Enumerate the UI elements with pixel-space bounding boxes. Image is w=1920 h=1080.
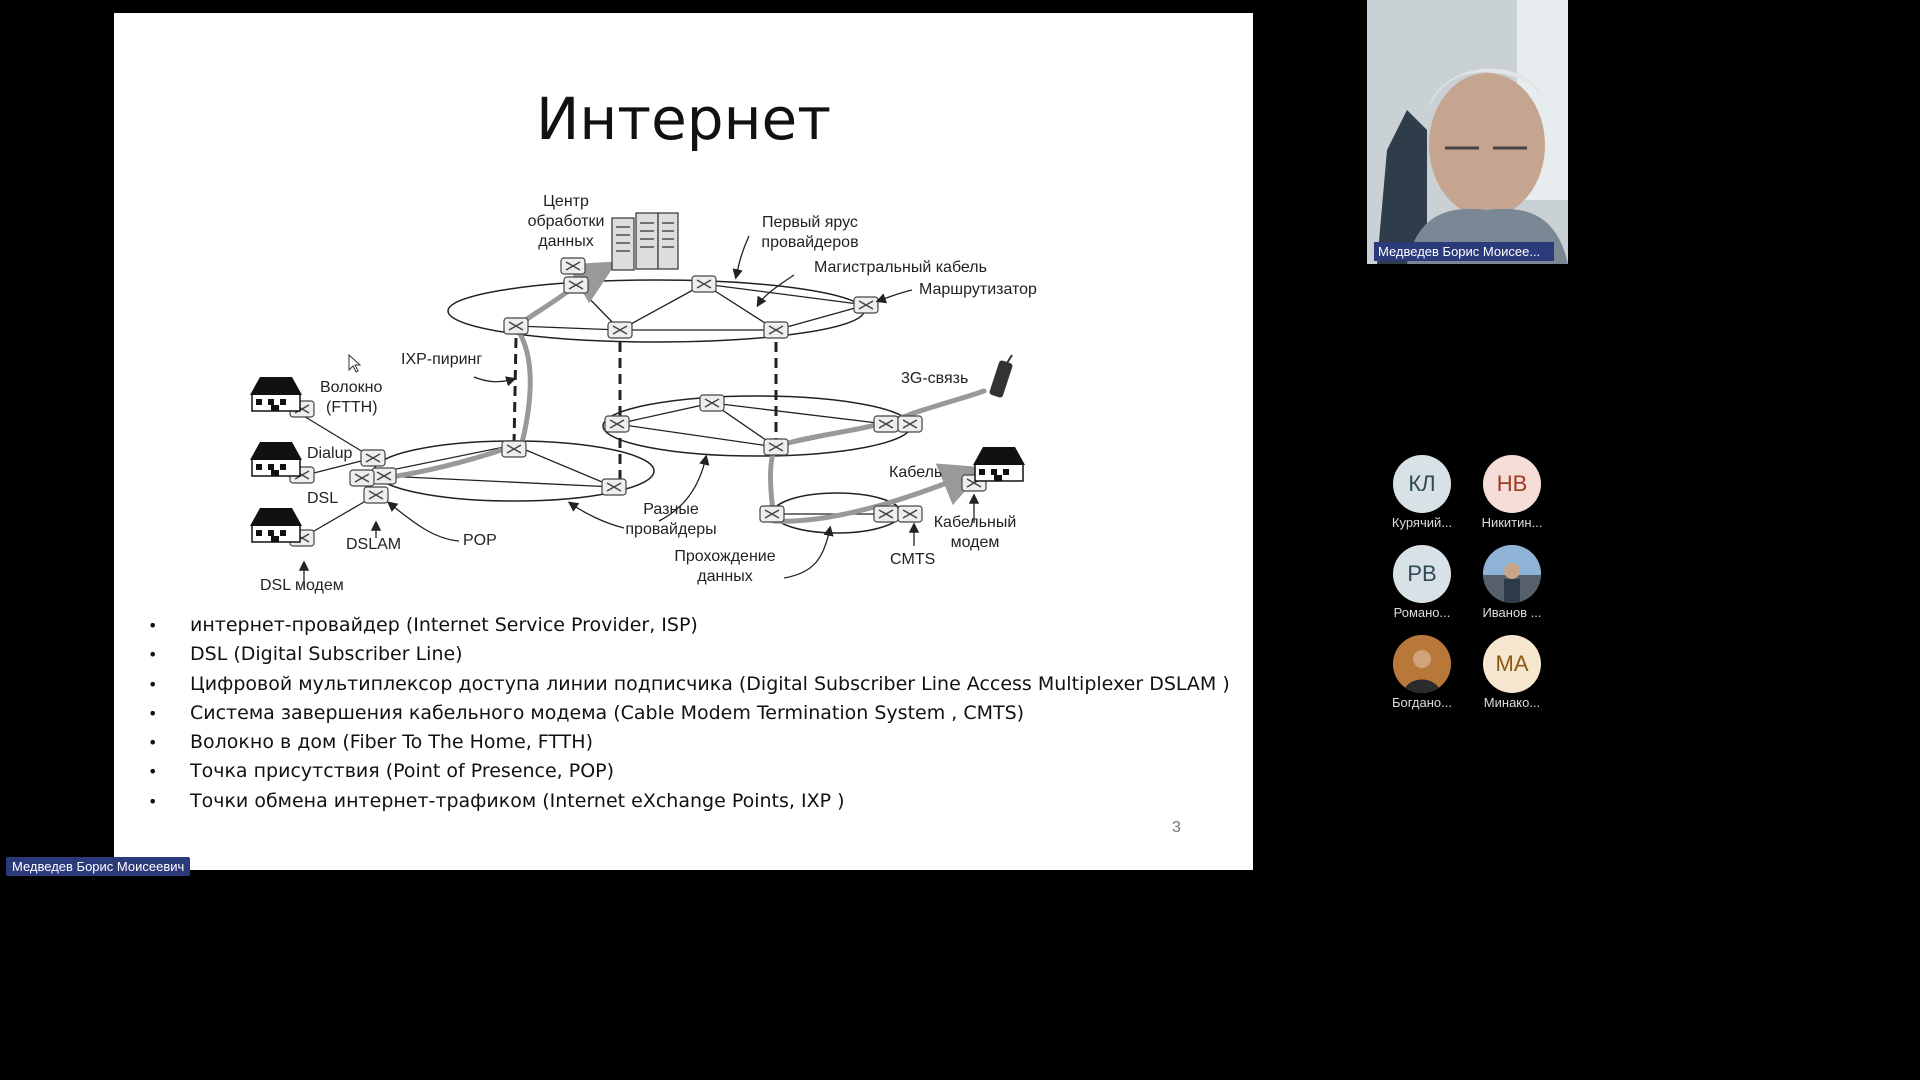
bullet-icon: •	[148, 762, 158, 782]
bullet-text: Цифровой мультиплексор доступа линии под…	[190, 672, 1230, 695]
label-datacenter-1: Центр	[543, 193, 589, 210]
label-datacenter-3: данных	[538, 233, 593, 250]
label-backbone: Магистральный кабель	[814, 259, 987, 276]
bullet-item: • Точки обмена интернет-трафиком (Interne…	[148, 787, 1230, 816]
slide-title: Интернет	[536, 85, 831, 153]
bullet-text: Система завершения кабельного модема (Ca…	[190, 701, 1025, 724]
label-data-path-1: Прохождение	[674, 548, 775, 565]
bullet-icon: •	[148, 674, 158, 694]
bullet-item: • DSL (Digital Subscriber Line)	[148, 640, 1230, 669]
bullet-icon: •	[148, 616, 158, 635]
bullet-item: • Система завершения кабельного модема (C…	[148, 699, 1230, 728]
presenter-video[interactable]	[1367, 0, 1568, 264]
bullet-icon: •	[148, 645, 158, 665]
label-mobile: 3G-связь	[901, 370, 968, 387]
participant-avatar: КЛ	[1393, 455, 1451, 513]
slide-page-number: 3	[1172, 819, 1181, 836]
bullet-text: Волокно в дом (Fiber To The Home, FTTH)	[190, 731, 593, 754]
participant-tile[interactable]: МА Минако...	[1474, 635, 1550, 710]
server-icons	[611, 212, 679, 271]
bullet-icon: •	[148, 733, 158, 753]
participant-tile[interactable]: РВ Романо...	[1384, 545, 1460, 620]
participant-avatar: РВ	[1393, 545, 1451, 603]
mobile-phone-icon	[989, 354, 1013, 398]
mouse-cursor-icon	[348, 353, 362, 373]
participant-photo-avatar	[1483, 545, 1541, 603]
label-fiber-1: Волокно	[320, 379, 382, 396]
meeting-stage: Интернет	[6, 0, 1568, 876]
label-tier1-2: провайдеров	[761, 234, 858, 251]
participant-avatar: МА	[1483, 635, 1541, 693]
presenter-name-label: Медведев Борис Моисеевич	[6, 857, 191, 876]
label-cable-modem-2: модем	[951, 534, 1000, 551]
participant-name: Богдано...	[1392, 695, 1452, 710]
participant-name: Курячий...	[1391, 515, 1453, 530]
bullet-text: DSL (Digital Subscriber Line)	[190, 643, 463, 666]
presenter-video-frame	[1367, 0, 1568, 264]
participant-name: Романо...	[1393, 605, 1451, 620]
label-pop: POP	[463, 532, 497, 549]
participant-name: Никитин...	[1481, 515, 1543, 530]
bullet-item: • Волокно в дом (Fiber To The Home, FTTH)	[148, 728, 1230, 757]
participant-photo-avatar	[1393, 635, 1451, 693]
label-dslam: DSLAM	[346, 536, 401, 553]
label-dsl-modem: DSL модем	[260, 577, 344, 594]
bullet-text: интернет-провайдер (Internet Service Pro…	[190, 614, 698, 636]
bullet-text: Точки обмена интернет-трафиком (Internet…	[190, 789, 845, 812]
participant-tile[interactable]: Иванов ...	[1474, 545, 1550, 620]
label-fiber-2: (FTTH)	[326, 399, 378, 416]
bullet-text: Точка присутствия (Point of Presence, PO…	[190, 760, 615, 783]
label-dialup: Dialup	[307, 445, 352, 462]
bullet-item: • Точка присутствия (Point of Presence, P…	[148, 757, 1230, 786]
participant-name: Иванов ...	[1482, 605, 1542, 620]
participant-tile[interactable]: НВ Никитин...	[1474, 455, 1550, 530]
label-ixp: IXP-пиринг	[401, 351, 482, 368]
label-datacenter-2: обработки	[528, 213, 605, 230]
label-providers-1: Разные	[643, 501, 699, 518]
presentation-slide: Интернет	[114, 13, 1253, 870]
internet-topology-diagram: Центр обработки данных Первый ярус прова…	[249, 193, 1037, 594]
label-router: Маршрутизатор	[919, 281, 1037, 298]
bullet-icon: •	[148, 791, 158, 811]
label-cable-modem-1: Кабельный	[934, 514, 1017, 531]
participant-name: Минако...	[1483, 695, 1541, 710]
presenter-camera-label: Медведев Борис Моисее...	[1374, 242, 1554, 261]
participant-tile[interactable]: КЛ Курячий...	[1384, 455, 1460, 530]
label-dsl: DSL	[307, 490, 338, 507]
participant-tile[interactable]: Богдано...	[1384, 635, 1460, 710]
participant-avatar: НВ	[1483, 455, 1541, 513]
label-providers-2: провайдеры	[625, 521, 716, 538]
label-cable: Кабель	[889, 464, 942, 481]
bullet-item: • интернет-провайдер (Internet Service Pr…	[148, 611, 1230, 640]
bullet-list: • интернет-провайдер (Internet Service Pr…	[148, 611, 1230, 816]
label-cmts: CMTS	[890, 551, 935, 568]
label-data-path-2: данных	[697, 568, 752, 585]
bullet-icon: •	[148, 703, 158, 723]
label-tier1-1: Первый ярус	[762, 214, 858, 231]
bullet-item: • Цифровой мультиплексор доступа линии по…	[148, 670, 1230, 699]
